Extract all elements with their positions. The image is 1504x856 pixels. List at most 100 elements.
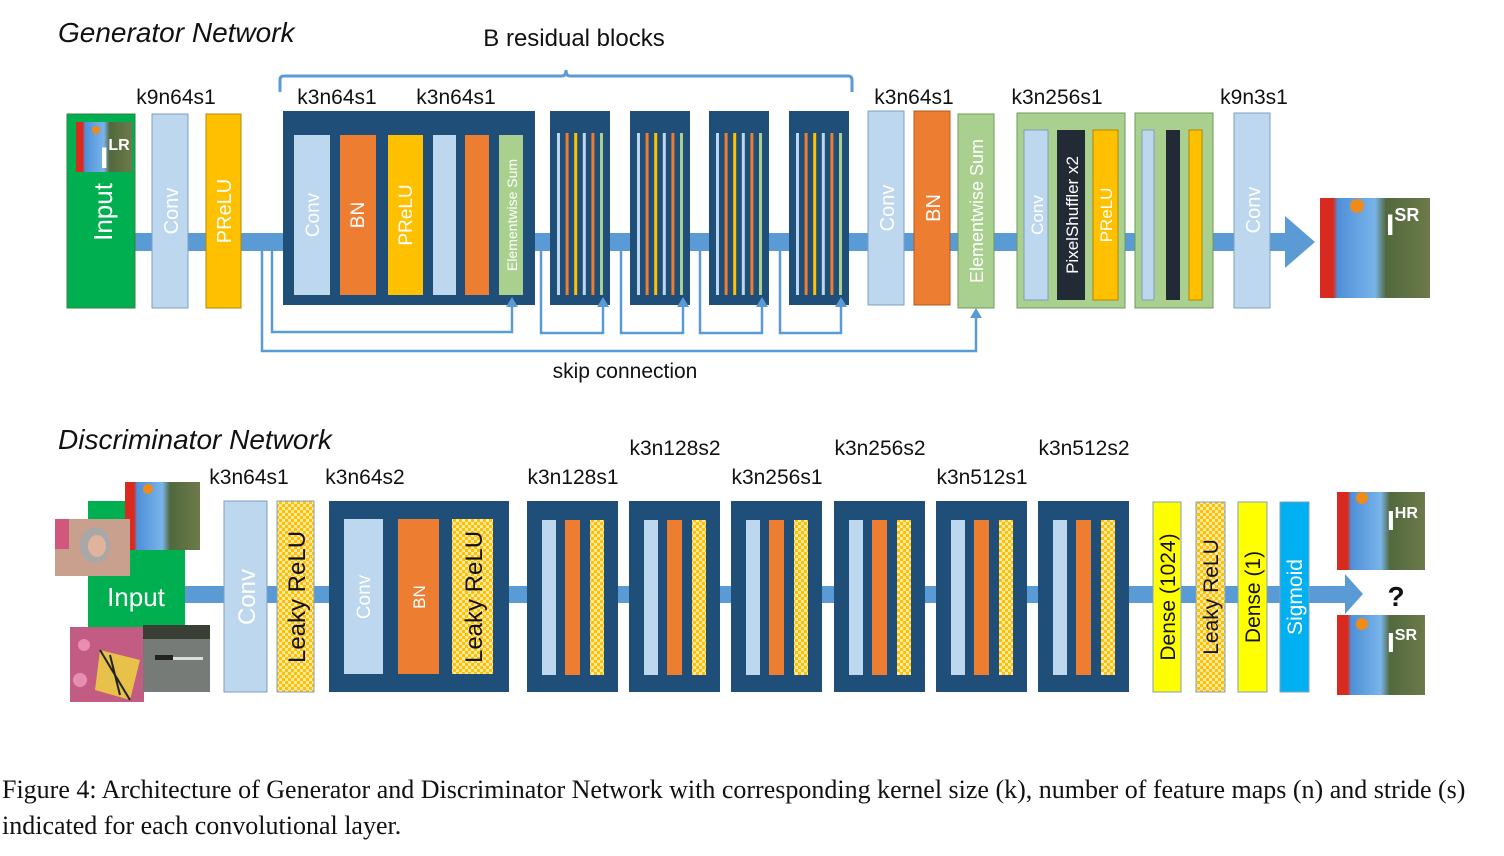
disc-block-conv <box>344 519 383 674</box>
generator-input-label: Input <box>88 182 118 241</box>
dense-1-layer <box>1237 501 1268 693</box>
disc-block-leaky-relu <box>1101 520 1115 675</box>
residual-layer-stripe <box>654 133 658 295</box>
residual-layer-stripe <box>733 133 737 295</box>
input-image-mandrill <box>125 482 200 550</box>
disc-block-leaky-relu <box>999 520 1013 675</box>
disc-conv-layer <box>223 500 268 693</box>
disc-conv-block <box>527 501 618 692</box>
input-image-woman <box>55 519 130 576</box>
res-bn <box>340 135 376 295</box>
disc-conv-block <box>629 501 720 692</box>
lr-image-thumbnail <box>76 122 132 172</box>
residual-layer-stripe <box>600 133 603 295</box>
residual-layer-stripe <box>741 133 745 295</box>
disc-block-spec: k3n512s2 <box>1038 437 1129 460</box>
residual-layer-stripe <box>821 133 825 295</box>
disc-block-conv <box>644 520 658 675</box>
residual-brace <box>278 69 854 92</box>
collapsed-residual-blocks <box>550 111 849 305</box>
residual-layer-stripe <box>796 133 799 295</box>
sr-output-label: ISR <box>1386 205 1419 242</box>
disc-block-bn-label: BN <box>410 585 429 609</box>
pixel-shuffler <box>1057 130 1085 300</box>
disc-block-bn <box>769 520 784 675</box>
disc-block-spec: k3n128s1 <box>527 466 618 489</box>
post-elementwise-sum-label: Elementwise Sum <box>967 139 987 283</box>
post-conv-label: Conv <box>877 185 899 232</box>
figure-caption: Figure 4: Architecture of Generator and … <box>2 775 1466 840</box>
skip-arrowheads <box>506 297 982 318</box>
res-conv-1 <box>294 135 330 295</box>
residual-layer-stripe <box>839 133 842 295</box>
disc-conv-block <box>1038 501 1129 692</box>
final-conv-spec: k9n3s1 <box>1220 86 1288 109</box>
disc-block-bn <box>565 520 580 675</box>
upsample-2-conv <box>1141 129 1155 301</box>
disc-block-spec: k3n512s1 <box>936 466 1027 489</box>
sr-image-label: ISR <box>1387 627 1417 658</box>
disc-block-bn <box>1076 520 1091 675</box>
disc-leaky-relu-label: Leaky ReLU <box>284 531 311 663</box>
disc-conv-block <box>834 501 925 692</box>
disc-block-conv-label: Conv <box>354 574 375 619</box>
residual-layer-stripe <box>671 133 675 295</box>
skip-connection-label: skip connection <box>553 360 698 383</box>
disc-first-conv-spec: k3n64s1 <box>209 466 288 489</box>
residual-layer-stripe <box>645 133 649 295</box>
disc-conv-block <box>731 501 822 692</box>
res-prelu <box>388 135 423 295</box>
res-conv1-spec: k3n64s1 <box>297 86 376 109</box>
final-conv-layer <box>1233 112 1271 309</box>
discriminator-output-arrow <box>1345 574 1363 614</box>
architecture-diagram: Generator Network B residual blocks ILR … <box>55 17 1430 702</box>
residual-layer-stripe <box>662 133 666 295</box>
dense-1024-label: Dense (1024) <box>1157 533 1180 660</box>
discriminator-input-label: Input <box>107 582 166 612</box>
disc-block-leaky-relu <box>794 520 808 675</box>
sigmoid-label: Sigmoid <box>1284 559 1307 635</box>
gen-conv-layer <box>151 113 189 309</box>
disc-block-leaky-relu <box>452 519 493 674</box>
dense-1-label: Dense (1) <box>1242 551 1265 643</box>
res-bn-2 <box>465 135 489 295</box>
upsample-spec: k3n256s1 <box>1011 86 1102 109</box>
dense-1024-layer <box>1152 501 1182 693</box>
res-bn-label: BN <box>348 202 369 228</box>
dense-leaky-relu-layer <box>1195 501 1226 693</box>
post-bn-label: BN <box>923 194 945 222</box>
gen-conv-label: Conv <box>161 188 183 235</box>
disc-block-leaky-relu <box>590 520 604 675</box>
residual-layer-stripe <box>804 133 808 295</box>
residual-layer-stripe <box>724 133 728 295</box>
generator-output-arrow <box>1285 216 1315 268</box>
skip-connections <box>260 251 978 353</box>
res-conv-1-label: Conv <box>303 192 324 237</box>
hr-image <box>1337 492 1425 570</box>
post-conv-layer <box>867 110 905 306</box>
disc-block-conv <box>1053 520 1067 675</box>
collapsed-residual-block <box>630 111 690 305</box>
residual-layer-stripe <box>750 133 754 295</box>
disc-block-leaky-relu-label: Leaky ReLU <box>461 531 488 663</box>
disc-block-conv <box>542 520 556 675</box>
residual-layer-stripe <box>680 133 683 295</box>
disc-block-spec: k3n128s2 <box>629 437 720 460</box>
residual-layer-stripe <box>716 133 719 295</box>
disc-block-bn <box>974 520 989 675</box>
res-elementwise-sum-label: Elementwise Sum <box>504 159 520 271</box>
final-conv-label: Conv <box>1243 187 1265 234</box>
disc-block1-spec: k3n64s2 <box>325 466 404 489</box>
disc-block-conv <box>951 520 965 675</box>
disc-conv-label: Conv <box>234 569 261 625</box>
brace-label: B residual blocks <box>483 25 664 52</box>
post-elementwise-sum <box>957 113 995 309</box>
dense-leaky-relu-label: Leaky ReLU <box>1200 539 1223 655</box>
upsample-prelu <box>1092 129 1119 301</box>
post-conv-spec: k3n64s1 <box>874 86 953 109</box>
discriminator-title: Discriminator Network <box>58 424 334 455</box>
residual-layer-stripe <box>574 133 578 295</box>
gen-prelu-label: PReLU <box>214 179 236 243</box>
upsample-conv <box>1023 129 1049 301</box>
residual-layer-stripe <box>637 133 640 295</box>
